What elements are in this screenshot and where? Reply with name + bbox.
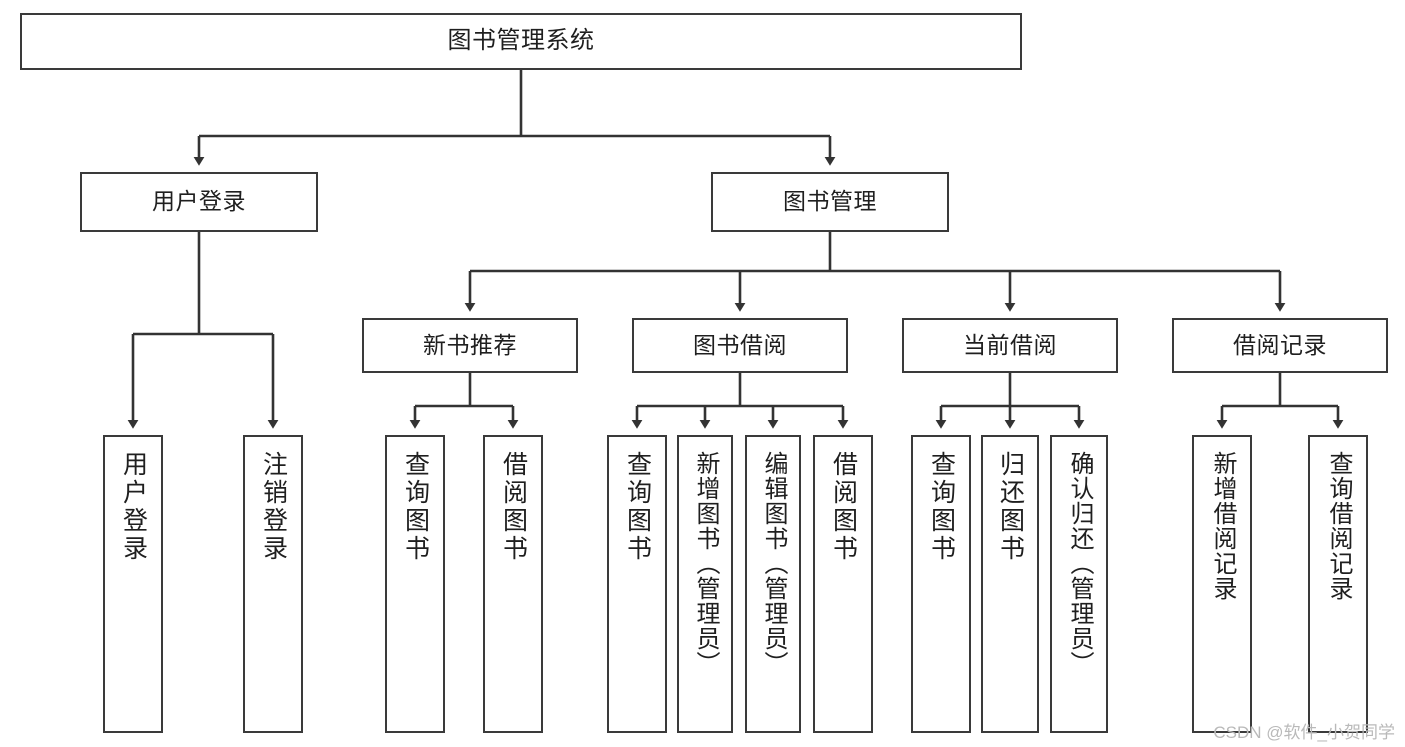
leaf-borrow-book-newbook-label: 借阅图书	[499, 451, 528, 563]
node-root[interactable]: 图书管理系统	[20, 13, 1022, 70]
leaf-edit-book-admin[interactable]: 编辑图书（管理员）	[745, 435, 801, 733]
leaf-add-book-admin-label: 新增图书（管理员）	[692, 451, 719, 676]
leaf-return-book[interactable]: 归还图书	[981, 435, 1039, 733]
leaf-user-login-label: 用户登录	[119, 451, 148, 563]
leaf-query-book-current-label: 查询图书	[927, 451, 956, 563]
node-book-borrow-label: 图书借阅	[693, 331, 787, 358]
leaf-logout-label: 注销登录	[259, 451, 288, 563]
leaf-confirm-return-admin[interactable]: 确认归还（管理员）	[1050, 435, 1108, 733]
node-borrow-record[interactable]: 借阅记录	[1172, 318, 1388, 373]
node-book-management-label: 图书管理	[783, 188, 877, 215]
leaf-confirm-return-admin-label: 确认归还（管理员）	[1066, 451, 1093, 676]
node-current-borrow[interactable]: 当前借阅	[902, 318, 1118, 373]
node-user-login[interactable]: 用户登录	[80, 172, 318, 232]
leaf-add-borrow-record[interactable]: 新增借阅记录	[1192, 435, 1252, 733]
leaf-query-book-newbook[interactable]: 查询图书	[385, 435, 445, 733]
node-root-label: 图书管理系统	[447, 27, 595, 55]
leaf-query-book-borrow-label: 查询图书	[623, 451, 652, 563]
leaf-query-borrow-record[interactable]: 查询借阅记录	[1308, 435, 1368, 733]
leaf-user-login[interactable]: 用户登录	[103, 435, 163, 733]
leaf-borrow-book-newbook[interactable]: 借阅图书	[483, 435, 543, 733]
leaf-edit-book-admin-label: 编辑图书（管理员）	[760, 451, 787, 676]
leaf-add-book-admin[interactable]: 新增图书（管理员）	[677, 435, 733, 733]
leaf-query-book-current[interactable]: 查询图书	[911, 435, 971, 733]
leaf-add-borrow-record-label: 新增借阅记录	[1209, 451, 1236, 601]
leaf-logout[interactable]: 注销登录	[243, 435, 303, 733]
watermark-text: CSDN @软件_小贺同学	[1213, 723, 1395, 742]
node-new-book-recommend-label: 新书推荐	[423, 331, 517, 358]
node-book-management[interactable]: 图书管理	[711, 172, 949, 232]
leaf-query-book-borrow[interactable]: 查询图书	[607, 435, 667, 733]
node-current-borrow-label: 当前借阅	[963, 331, 1057, 358]
node-book-borrow[interactable]: 图书借阅	[632, 318, 848, 373]
node-user-login-label: 用户登录	[152, 188, 246, 215]
leaf-borrow-book-borrow-label: 借阅图书	[829, 451, 858, 563]
leaf-borrow-book-borrow[interactable]: 借阅图书	[813, 435, 873, 733]
leaf-query-borrow-record-label: 查询借阅记录	[1325, 451, 1352, 601]
leaf-return-book-label: 归还图书	[996, 451, 1025, 563]
node-borrow-record-label: 借阅记录	[1233, 331, 1327, 358]
node-new-book-recommend[interactable]: 新书推荐	[362, 318, 578, 373]
leaf-query-book-newbook-label: 查询图书	[401, 451, 430, 563]
